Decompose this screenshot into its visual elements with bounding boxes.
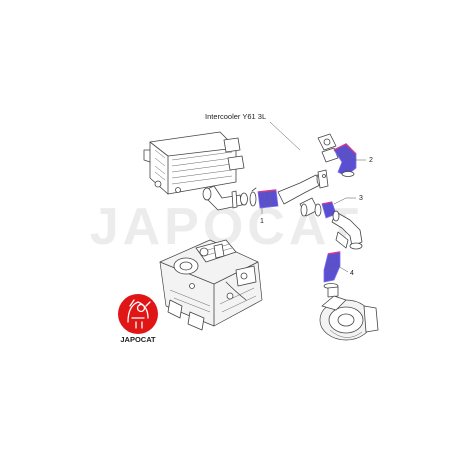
japocat-logo: JAPOCAT [118, 294, 158, 344]
callout-1: 1 [260, 218, 264, 225]
hose-1-highlight [257, 189, 279, 209]
clamp-part [249, 187, 257, 207]
title-leader-line [269, 121, 301, 151]
hose-2-highlight [333, 143, 357, 177]
turbo-pipe-part [331, 210, 363, 250]
intake-elbow-part [202, 185, 248, 211]
intercooler-part [143, 131, 245, 195]
clamp-part [323, 283, 339, 298]
callout-3-leader [333, 197, 356, 205]
clamp-part [341, 171, 355, 177]
hose-4-highlight [323, 251, 341, 283]
callout-4: 4 [350, 270, 354, 277]
intercooler-pipe-part [277, 169, 329, 205]
callout-3: 3 [359, 195, 363, 202]
turbocharger-part [319, 295, 379, 341]
callout-4-leader [337, 265, 349, 273]
engine-block-part [159, 239, 263, 331]
connector-pipe-part [299, 197, 322, 217]
diagram-title: Intercooler Y61 3L [205, 112, 266, 121]
flange-part [317, 133, 339, 163]
callout-2: 2 [369, 157, 373, 164]
logo-text: JAPOCAT [120, 335, 156, 344]
